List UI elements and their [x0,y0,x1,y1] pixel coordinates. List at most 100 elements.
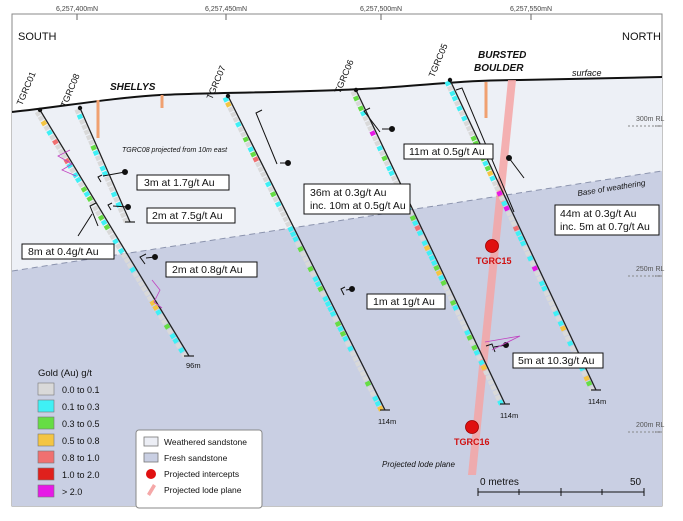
assay-interval [359,370,367,377]
assay-interval [287,226,294,233]
assay-interval [129,266,136,274]
lode-legend-label: Projected lode plane [164,485,242,495]
gold-legend-title: Gold (Au) g/t [38,368,92,379]
gold-legend-label: 1.0 to 2.0 [62,470,100,480]
assay-interval [314,280,322,288]
assay-interval [80,186,88,193]
northing-550: 6,257,550mN [510,6,552,13]
assay-interval [423,244,431,252]
assay-interval [419,234,426,242]
intercept-labels: 3m at 1.7g/t Au 2m at 7.5g/t Au 8m at 0.… [21,143,660,369]
assay-interval [352,95,360,102]
assay-interval [257,166,264,173]
gold-legend-label: 0.5 to 0.8 [62,436,100,446]
assay-interval [132,271,139,278]
assay-interval [449,90,456,97]
assay-interval [447,294,454,301]
surface-line [12,76,662,113]
assay-interval [329,310,337,317]
intercept-44m-inc: inc. 5m at 0.7g/t Au [560,221,650,233]
assay-interval [123,257,131,264]
hole-collar [77,105,83,111]
assay-interval [501,200,508,207]
assay-interval [297,245,304,253]
assay-interval [334,320,342,327]
gold-legend-label: 0.3 to 0.5 [62,419,100,429]
assay-interval [421,239,428,247]
assay-interval [478,359,485,366]
assay-interval [562,330,569,337]
northing-400: 6,257,400mN [56,6,98,13]
assay-interval [166,328,174,335]
assay-interval [100,219,108,226]
assay-interval [92,149,100,157]
assay-interval [235,121,242,128]
assay-interval [485,374,492,381]
assay-interval [169,332,177,340]
tgrc15-intercept [485,239,499,253]
assay-interval [496,190,503,197]
assay-interval [94,155,102,162]
litho-legend: Weathered sandstone Fresh sandstone Proj… [135,429,263,509]
assay-interval [362,375,369,382]
weathered-swatch [143,436,159,447]
assay-interval [274,201,282,208]
assay-interval [339,330,347,337]
assay-interval [332,315,339,322]
assay-interval [383,160,391,167]
assay-interval [54,143,62,151]
scale-bar [477,488,645,496]
assay-interval [232,116,240,123]
intercept-swatch [146,469,156,479]
surface-label: surface [572,68,602,78]
assay-interval [279,211,287,218]
intercept-1m: 1m at 1g/t Au [373,296,435,308]
assay-interval [225,101,232,108]
assay-interval [552,310,560,317]
assay-interval [117,206,125,214]
assay-interval [489,175,496,182]
assay-interval [250,151,257,158]
assay-interval [515,230,522,237]
assay-interval [349,350,357,357]
assay-interval [486,170,494,177]
assay-interval [456,105,463,112]
assay-interval [92,205,99,212]
assay-interval [337,325,344,332]
gold-legend-label: 0.8 to 1.0 [62,453,100,463]
assay-interval [453,100,461,107]
gold-legend-swatch [37,382,55,396]
assay-interval [178,347,185,354]
hole-collar [353,87,359,93]
collar-markers [96,82,488,138]
assay-interval [355,100,362,107]
assay-interval [548,300,555,307]
depth-tgrc06: 114m [500,411,518,420]
assay-interval [503,205,510,212]
assay-interval [526,255,534,262]
assay-interval [457,314,464,321]
tgrc16-label: TGRC16 [454,437,490,447]
assay-interval [264,181,272,188]
assay-interval [430,259,438,267]
depth-tgrc01: 96m [186,361,201,370]
assay-interval [414,225,421,232]
northing-500: 6,257,500mN [360,6,402,13]
assay-interval [510,220,517,227]
assay-interval [569,345,576,352]
rl-300: 300m RL [636,116,665,123]
assay-interval [557,320,565,327]
assay-interval [222,96,230,103]
assay-interval [390,175,398,182]
gold-legend: Gold (Au) g/t 0.0 to 0.10.1 to 0.30.3 to… [37,368,100,498]
assay-interval [95,209,102,217]
weathered-legend-label: Weathered sandstone [164,437,247,447]
assay-interval [435,269,443,276]
rl-200: 200m RL [636,422,665,429]
south-label: SOUTH [18,31,57,43]
fresh-swatch [143,452,159,463]
assay-interval [362,115,369,122]
intercept-2m-7.5: 2m at 7.5g/t Au [152,210,223,222]
projected-note: TGRC08 projected from 10m east [122,147,228,154]
